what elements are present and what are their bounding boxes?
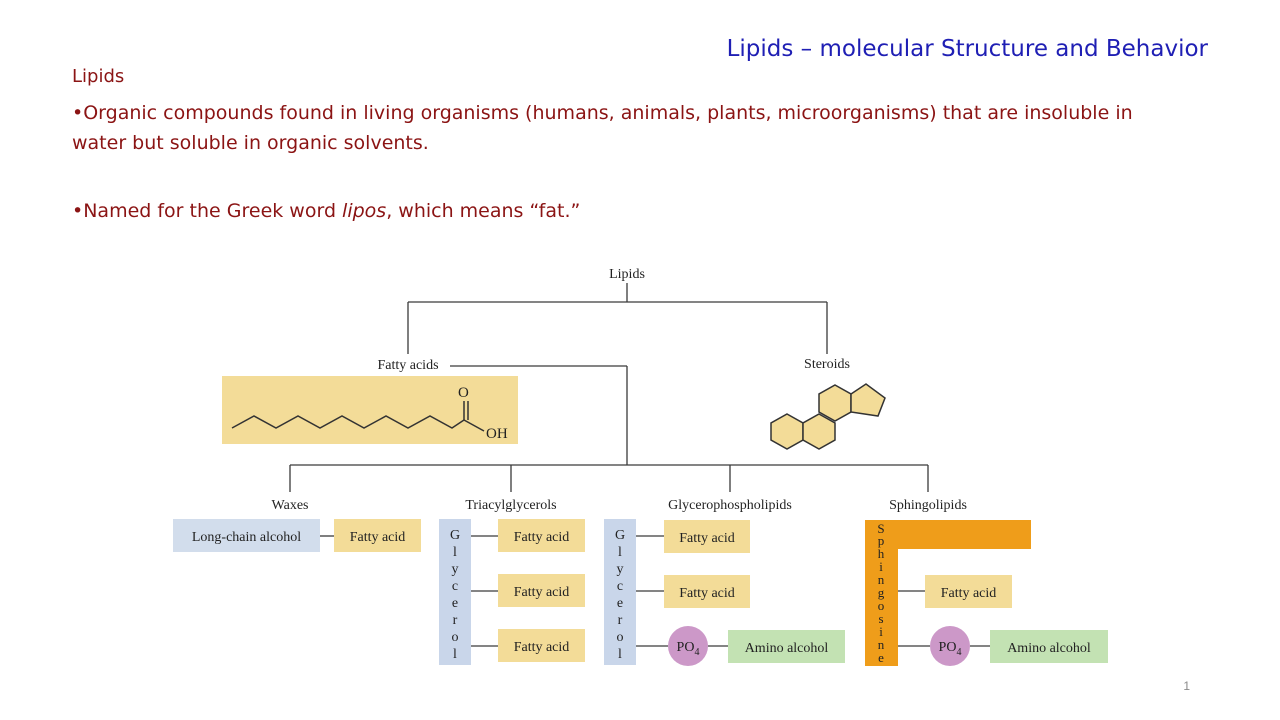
fatty-acid-box [498,629,585,662]
sphingosine-letters: S p h i n g o s i n e [877,521,884,665]
amino-alcohol-label: Amino alcohol [1007,641,1091,656]
sphingosine-letter: i [879,624,883,639]
glycerol-letters: G l y c e r o l [615,528,625,662]
fatty-acid-box [664,575,750,608]
connector-lines [289,283,990,647]
sphingolipid-components: S p h i n g o s i n e Fatty acid PO4 Ami… [865,520,1108,666]
glycerol-letter: e [452,596,458,611]
fatty-acid-label: Fatty acid [679,531,735,546]
glycerol-letter: y [452,562,459,577]
glycerol-letters: G l y c e r o l [450,528,460,662]
page-number: 1 [1183,679,1190,693]
bullet-definition: •Organic compounds found in living organ… [72,98,1192,158]
node-steroids: Steroids [804,357,850,372]
fatty-acid-label: Fatty acid [679,586,735,601]
fatty-acid-label: Fatty acid [350,530,406,545]
node-glycerophospholipids: Glycerophospholipids [668,498,792,513]
sphingosine-letter: n [878,572,885,587]
fatty-acid-label: Fatty acid [941,586,997,601]
fatty-acid-box [498,574,585,607]
glycerol-bar [604,519,636,665]
glycerol-letter: G [450,528,460,543]
glycerol-letter: l [618,647,622,662]
glycerol-letter: c [452,579,458,594]
glycerol-letter: l [453,647,457,662]
phosphate-circle [930,626,970,666]
glycerophospholipid-components: G l y c e r o l Fatty acid Fatty acid PO… [604,519,845,666]
bullet-etymology-post: , which means “fat.” [386,200,581,222]
bullet-definition-text: Organic compounds found in living organi… [72,102,1133,154]
bullet-etymology-pre: Named for the Greek word [83,200,343,222]
hydroxyl-group: OH [486,426,508,442]
glycerol-letter: y [617,562,624,577]
sphingosine-letter: p [878,533,885,548]
heading-lipids: Lipids [72,66,125,87]
slide-title: Lipids – molecular Structure and Behavio… [726,36,1208,62]
sphingosine-letter: s [878,611,883,626]
fatty-acid-box [498,519,585,552]
amino-alcohol-box [990,630,1108,663]
glycerol-letter: e [617,596,623,611]
sphingosine-letter: h [878,546,885,561]
node-waxes: Waxes [272,498,309,513]
node-triacylglycerols: Triacylglycerols [465,498,556,513]
sphingosine-bar [865,520,898,666]
node-sphingolipids: Sphingolipids [889,498,967,513]
fatty-acid-structure: O OH [222,376,518,444]
sphingosine-letter: g [878,585,885,600]
glycerol-letter: o [452,630,459,645]
bullet-marker: • [72,200,84,222]
phosphate-label: PO4 [939,640,962,658]
triacylglycerol-components: G l y c e r o l Fatty acid Fatty acid Fa… [439,519,585,665]
glycerol-bar [439,519,471,665]
glycerol-letter: l [453,545,457,560]
fatty-acid-label: Fatty acid [514,640,570,655]
sphingosine-letter: n [878,637,885,652]
sphingosine-letter: o [878,598,885,613]
carbonyl-oxygen: O [458,385,469,401]
steroid-ring-structure [770,383,886,450]
fatty-acid-box [925,575,1012,608]
fatty-acid-structure-box [222,376,518,444]
long-chain-alcohol-label: Long-chain alcohol [192,530,301,545]
long-chain-alcohol-box [173,519,320,552]
glycerol-letter: l [618,545,622,560]
fatty-acid-box [664,520,750,553]
amino-alcohol-label: Amino alcohol [745,641,829,656]
amino-alcohol-box [728,630,845,663]
glycerol-letter: o [617,630,624,645]
waxes-components: Long-chain alcohol Fatty acid [173,519,421,552]
fatty-acid-label: Fatty acid [514,585,570,600]
phosphate-circle [668,626,708,666]
glycerol-letter: c [617,579,623,594]
glycerol-letter: G [615,528,625,543]
phosphate-label: PO4 [677,640,700,658]
node-lipids: Lipids [609,267,645,282]
bullet-marker: • [72,102,84,124]
fatty-acid-label: Fatty acid [514,530,570,545]
sphingosine-letter: e [878,650,884,665]
sphingosine-letter: i [879,559,883,574]
greek-word-lipos: lipos [342,200,387,222]
glycerol-letter: r [453,613,458,628]
node-fatty-acids: Fatty acids [377,358,438,373]
bullet-etymology: •Named for the Greek word lipos, which m… [72,196,1192,226]
sphingosine-letter: S [877,521,884,536]
fatty-acid-box [334,519,421,552]
glycerol-letter: r [618,613,623,628]
